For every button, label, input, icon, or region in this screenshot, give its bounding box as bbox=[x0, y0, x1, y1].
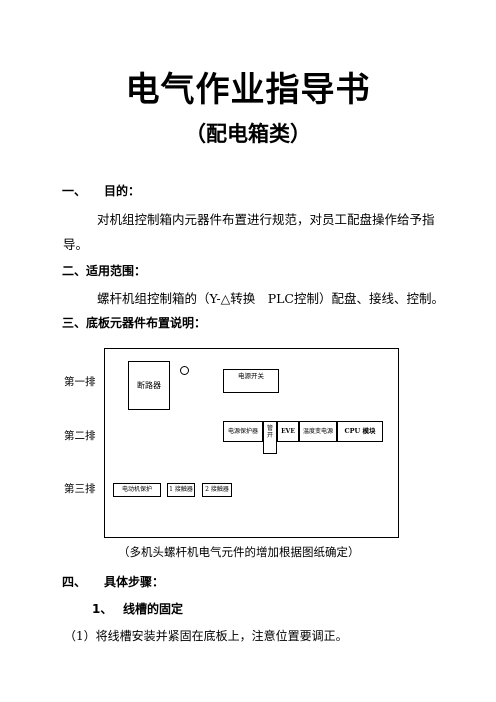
eve-label: EVE bbox=[281, 427, 295, 435]
relay-column-box: 管 开 bbox=[263, 421, 277, 454]
section-1-body-line2: 导。 bbox=[63, 237, 89, 252]
row-label-1: 第一排 bbox=[64, 376, 96, 388]
cpu-module-label: CPU 模块 bbox=[344, 426, 376, 435]
breaker-box: 断路器 bbox=[128, 361, 170, 410]
panel-layout-diagram: 断路器 电源开关 电源保护器 管 开 EVE 温度变电源 CPU 模块 电动机保… bbox=[104, 348, 399, 538]
supply-box: 温度变电源 bbox=[299, 421, 337, 442]
supply-label: 温度变电源 bbox=[302, 427, 333, 435]
cpu-module-box: CPU 模块 bbox=[337, 421, 383, 442]
phase-protector-box: 电源保护器 bbox=[223, 421, 263, 442]
section-1-number: 一、 bbox=[62, 184, 87, 198]
section-4-number: 四、 bbox=[62, 575, 87, 589]
motor-protector-label: 电动机保护 bbox=[121, 486, 152, 494]
power-switch-box: 电源开关 bbox=[223, 369, 279, 393]
step-1-title: 线槽的固定 bbox=[123, 602, 184, 616]
relay-column-label: 管 开 bbox=[266, 425, 273, 440]
section-1-body-line1: 对机组控制箱内元器件布置进行规范，对员工配盘操作给予指 bbox=[97, 212, 435, 227]
phase-protector-label: 电源保护器 bbox=[227, 427, 258, 435]
indicator-circle-icon bbox=[180, 366, 189, 375]
contactor-1-label: 1 接触器 bbox=[169, 486, 193, 494]
document-title: 电气作业指导书 bbox=[125, 70, 371, 110]
section-3-title: 三、底板元器件布置说明： bbox=[62, 316, 207, 330]
power-switch-label: 电源开关 bbox=[238, 372, 264, 380]
step-1-body: （1）将线槽安装并紧固在底板上，注意位置要调正。 bbox=[64, 629, 348, 643]
section-2-title: 二、适用范围： bbox=[62, 264, 147, 278]
section-1-title: 目的： bbox=[104, 184, 141, 198]
section-4-title: 具体步骤： bbox=[104, 575, 165, 589]
section-2-body: 螺杆机组控制箱的（Y-△转换 PLC控制）配盘、接线、控制。 bbox=[97, 291, 444, 306]
contactor-2-box: 2 接触器 bbox=[202, 483, 232, 497]
contactor-2-label: 2 接触器 bbox=[205, 486, 229, 494]
motor-protector-box: 电动机保护 bbox=[113, 483, 161, 497]
row-label-3: 第三排 bbox=[64, 483, 96, 495]
eve-box: EVE bbox=[277, 421, 299, 442]
document-subtitle: （配电箱类） bbox=[185, 122, 311, 146]
contactor-1-box: 1 接触器 bbox=[167, 483, 195, 497]
row-label-2: 第二排 bbox=[64, 430, 96, 442]
step-1-number: 1、 bbox=[92, 602, 113, 616]
diagram-caption: （多机头螺杆机电气元件的增加根据图纸确定） bbox=[118, 545, 360, 559]
breaker-label: 断路器 bbox=[137, 380, 161, 390]
